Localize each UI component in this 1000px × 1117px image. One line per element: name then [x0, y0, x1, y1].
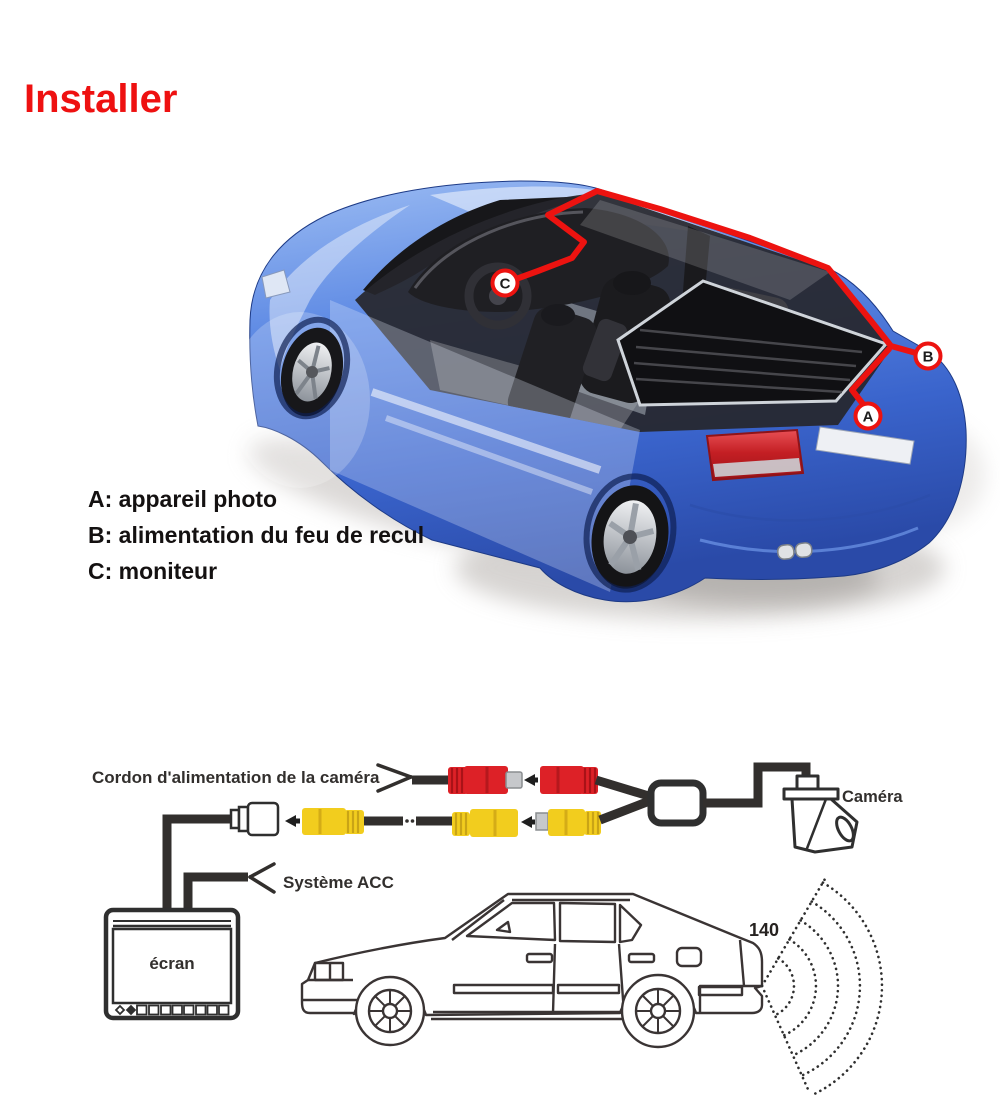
- transparent-side: [330, 300, 640, 592]
- door-sill-trim-2: [384, 415, 594, 495]
- red-rca-pair: [412, 766, 654, 802]
- exhaust-tips: [776, 542, 813, 560]
- yellow-rca-chain: [302, 795, 654, 837]
- page-title: Installer: [24, 77, 177, 121]
- legend-line-b: B: alimentation du feu de recul: [88, 522, 424, 548]
- camera-cable: [703, 762, 811, 808]
- rear-window: [616, 279, 889, 407]
- cable-routing-path: [502, 188, 919, 411]
- acc-label: Système ACC: [283, 873, 394, 892]
- fov-angle-label: 140: [749, 920, 779, 940]
- camera-label: Caméra: [842, 788, 903, 806]
- y-splitter: [647, 779, 707, 827]
- insert-arrow-red: [524, 774, 538, 786]
- door-sill-trim: [370, 388, 602, 474]
- legend-line-c: C: moniteur: [88, 558, 217, 584]
- rear-wheel: [591, 485, 669, 589]
- insert-arrow-yellow: [521, 816, 535, 828]
- license-plate: [815, 426, 915, 465]
- marker-a-letter: A: [863, 409, 874, 426]
- sedan-outline: [300, 892, 764, 1049]
- acc-pointer: [248, 862, 276, 894]
- marker-b-letter: B: [923, 349, 934, 366]
- cargo-cover-lines: [633, 328, 863, 394]
- cutaway-car-illustration: C B A: [230, 180, 985, 620]
- bumper-crease: [689, 493, 931, 522]
- monitor-buttons: [114, 1004, 230, 1016]
- screen-label: écran: [149, 954, 194, 973]
- marker-c-letter: C: [500, 276, 511, 293]
- camera-cord-pointer: [376, 763, 413, 793]
- front-wheel-arch: [273, 316, 351, 420]
- legend-line-a: A: appareil photo: [88, 486, 277, 512]
- camera-cord-label: Cordon d'alimentation de la caméra: [92, 768, 380, 787]
- camera-fov-fan: [760, 874, 884, 1097]
- white-plug: [229, 801, 280, 837]
- sedan-front-wheel: [354, 975, 426, 1047]
- marker-c: C: [490, 268, 520, 298]
- sedan-rear-wheel: [620, 973, 696, 1049]
- legend: A: appareil photo B: alimentation du feu…: [88, 486, 424, 584]
- insert-arrow-plug: [285, 815, 300, 827]
- rear-camera-icon: [782, 774, 859, 854]
- monitor-video-cable: [162, 814, 232, 912]
- taillight-silver-strip: [713, 458, 801, 477]
- headlight: [261, 269, 291, 299]
- marker-a: A: [853, 401, 883, 431]
- wiring-diagram: Cordon d'alimentation de la caméra: [92, 762, 903, 1097]
- front-wheel: [280, 327, 344, 417]
- rear-wheel-arch: [583, 473, 677, 593]
- acc-cable: [183, 872, 248, 912]
- marker-b: B: [913, 341, 943, 371]
- monitor: écran: [103, 907, 241, 1021]
